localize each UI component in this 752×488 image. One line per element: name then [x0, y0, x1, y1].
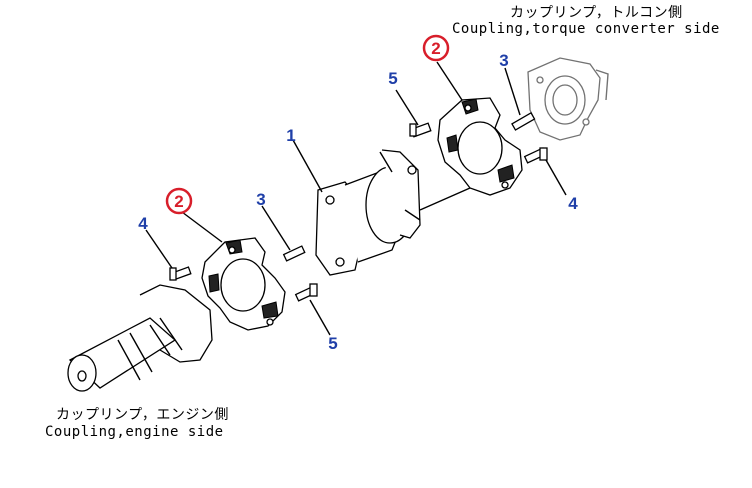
- callout-4-left: 4: [138, 214, 148, 233]
- bolt-left: [169, 266, 192, 281]
- bolt-bottom: [294, 283, 318, 302]
- caption-top-en: Coupling,torque converter side: [452, 21, 720, 37]
- callout-2-top-label: 2: [431, 39, 440, 58]
- caption-bottom-jp: カップリンプ，エンジン側: [56, 407, 229, 423]
- caption-top-jp: カップリンプ，トルコン側: [510, 5, 683, 21]
- callout-2-top: 2: [422, 34, 450, 62]
- callout-2-left: 2: [165, 187, 193, 215]
- bolt-right: [523, 147, 548, 164]
- callout-3-top: 3: [499, 51, 508, 70]
- pin-top: [511, 112, 536, 131]
- callout-1: 1: [286, 126, 295, 145]
- callout-4-right: 4: [568, 194, 578, 213]
- bolt-top: [409, 122, 432, 138]
- drive-shaft: [315, 149, 471, 276]
- coupling-torque-side: [437, 97, 523, 196]
- engine-flange-shaft: [67, 284, 213, 392]
- callout-3-left: 3: [256, 190, 265, 209]
- callout-2-left-label: 2: [174, 192, 183, 211]
- pin-left: [282, 245, 306, 262]
- coupling-engine-side: [201, 237, 286, 331]
- caption-bottom-en: Coupling,engine side: [45, 424, 224, 440]
- torque-converter-flange: [527, 57, 609, 141]
- callout-5-top: 5: [388, 69, 397, 88]
- callout-5-bottom: 5: [328, 334, 337, 353]
- leader-lines: [145, 61, 567, 336]
